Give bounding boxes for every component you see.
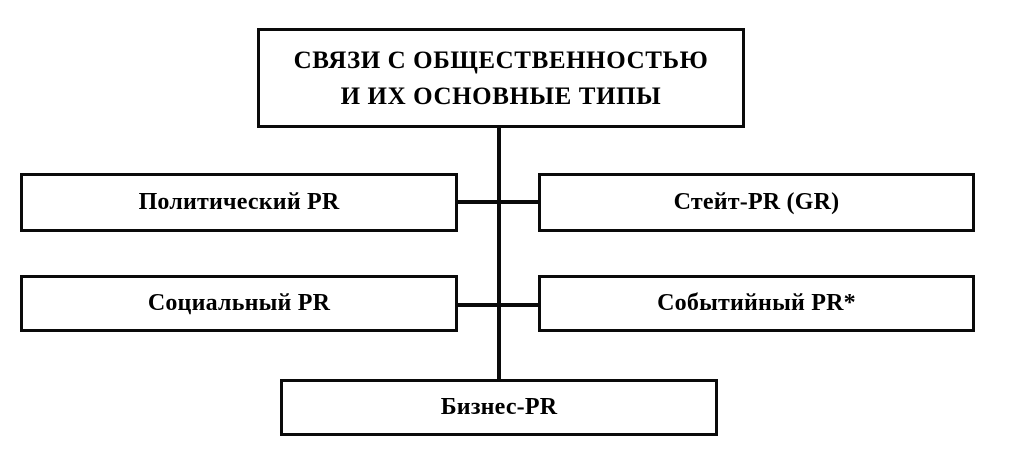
node-label-root: СВЯЗИ С ОБЩЕСТВЕННОСТЬЮ И ИХ ОСНОВНЫЕ ТИ… xyxy=(293,47,709,110)
node-public-relations-title[interactable]: СВЯЗИ С ОБЩЕСТВЕННОСТЬЮ И ИХ ОСНОВНЫЕ ТИ… xyxy=(257,28,745,128)
connector-trunk-vertical xyxy=(497,126,501,381)
node-label-state-pr: Стейт-PR (GR) xyxy=(673,189,840,216)
node-label-business-pr: Бизнес-PR xyxy=(440,394,558,421)
connector-branch-lower xyxy=(456,303,540,307)
node-political-pr[interactable]: Политический PR xyxy=(20,173,458,232)
node-business-pr[interactable]: Бизнес-PR xyxy=(280,379,718,436)
connector-branch-upper xyxy=(456,200,540,204)
node-state-pr[interactable]: Стейт-PR (GR) xyxy=(538,173,975,232)
node-event-pr[interactable]: Событийный PR* xyxy=(538,275,975,332)
node-label-social-pr: Социальный PR xyxy=(147,290,331,317)
node-social-pr[interactable]: Социальный PR xyxy=(20,275,458,332)
node-label-political-pr: Политический PR xyxy=(138,189,340,216)
node-label-event-pr: Событийный PR* xyxy=(657,290,856,317)
